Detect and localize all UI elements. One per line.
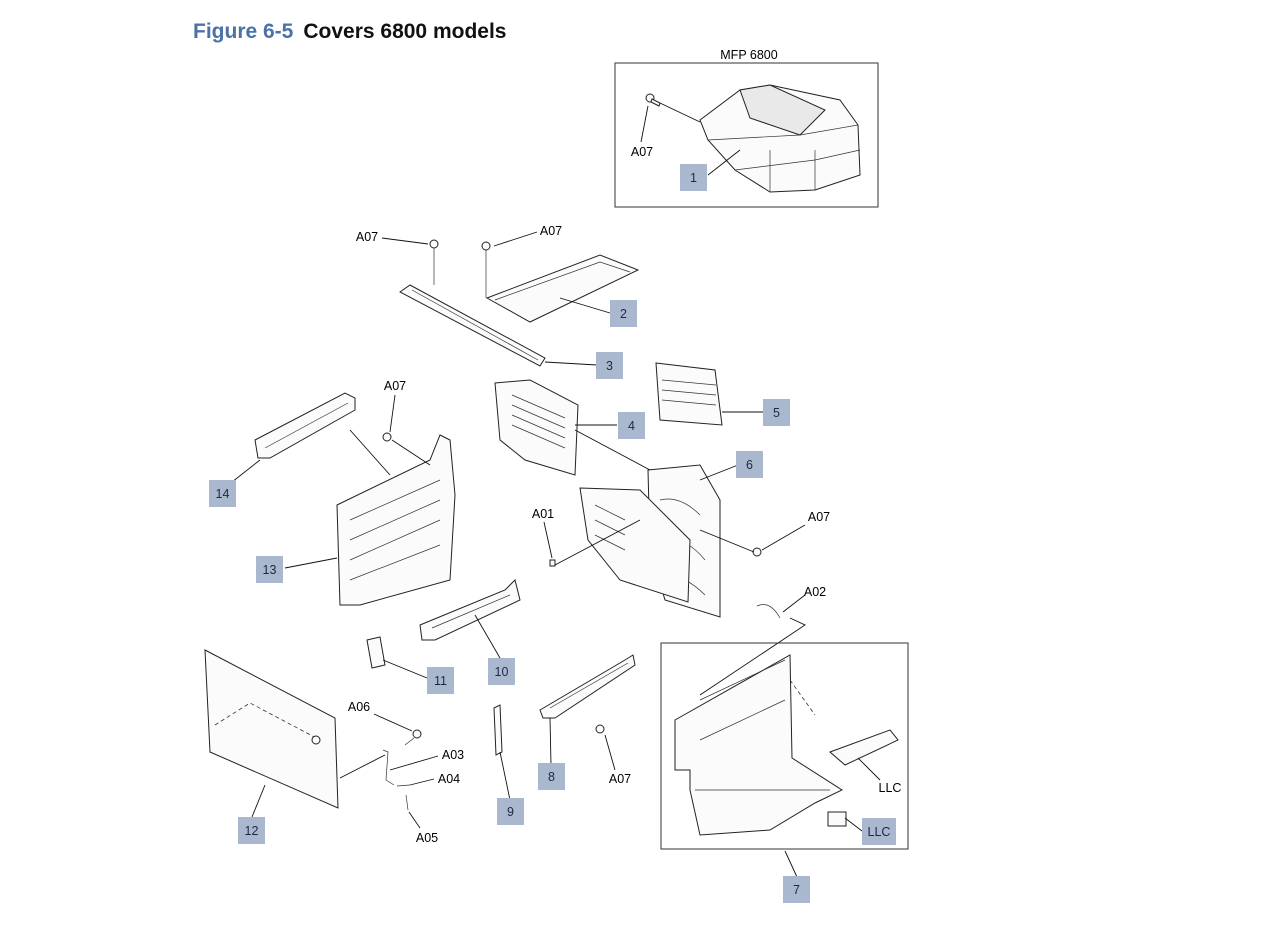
callout-4: 4 [618,412,645,439]
screw-a06 [404,729,422,746]
screw-a07-inset [645,93,661,107]
part-right-rear-panel-5 [655,362,723,426]
svg-text:3: 3 [606,359,613,373]
callout-2: 2 [610,300,637,327]
label-a07: A07 [631,145,653,159]
part-a05 [405,794,409,811]
part-tray-door-7 [674,654,844,836]
svg-text:9: 9 [507,805,514,819]
part-tray-bar-8 [539,654,636,719]
label-a06: A06 [348,700,370,714]
part-a04 [396,784,411,787]
callout-1: 1 [680,164,707,191]
screw-a07-top-right [481,241,491,298]
part-fuser-cover-10 [419,579,521,641]
label-a05: A05 [416,831,438,845]
part-top-cover-2 [485,254,640,323]
label-a04: A04 [438,772,460,786]
label-a07: A07 [384,379,406,393]
part-scanner-cover [699,84,861,193]
figure-name: Covers 6800 models [303,20,507,43]
part-link-11 [366,636,386,669]
label-a07: A07 [356,230,378,244]
screw-a07-right [752,547,762,557]
callout-14: 14 [209,480,236,507]
svg-text:10: 10 [495,665,509,679]
svg-text:13: 13 [263,563,277,577]
label-a01: A01 [532,507,554,521]
svg-text:LLC: LLC [868,825,891,839]
callout-13: 13 [256,556,283,583]
callout-llc: LLC [862,818,896,845]
label-a07: A07 [808,510,830,524]
tray-inset-frame [660,642,909,850]
part-strip-9 [493,704,503,756]
callout-9: 9 [497,798,524,825]
callout-10: 10 [488,658,515,685]
callout-11: 11 [427,667,454,694]
callout-7: 7 [783,876,810,903]
mfp-inset-frame [614,62,879,208]
part-center-frame [579,487,691,603]
part-llc-pickup [829,729,899,766]
tray-guide-line [789,679,816,716]
figure-title: Figure 6-5 Covers 6800 models [193,20,506,44]
callout-12: 12 [238,817,265,844]
part-left-side-cover-13 [336,434,456,606]
part-left-rear-panel-4 [494,379,579,476]
part-llc-roller [827,811,847,827]
callout-8: 8 [538,763,565,790]
screw-a07-bottom [595,724,605,734]
part-top-left-rail-14 [254,392,356,459]
figure-number: Figure 6-5 [193,20,294,43]
label-llc: LLC [879,781,902,795]
svg-text:1: 1 [690,171,697,185]
part-a01 [549,559,556,567]
svg-text:5: 5 [773,406,780,420]
screw-a07-top-left [429,239,439,285]
label-a07: A07 [609,772,631,786]
label-a07: A07 [540,224,562,238]
callout-5: 5 [763,399,790,426]
svg-text:8: 8 [548,770,555,784]
callout-6: 6 [736,451,763,478]
part-a03-hinge [382,749,395,786]
svg-text:4: 4 [628,419,635,433]
screw-a07-left [382,432,392,442]
svg-text:2: 2 [620,307,627,321]
svg-text:14: 14 [216,487,230,501]
part-a02 [756,604,781,619]
callout-3: 3 [596,352,623,379]
label-a02: A02 [804,585,826,599]
label-a03: A03 [442,748,464,762]
part-top-rail-3 [399,284,546,367]
svg-text:6: 6 [746,458,753,472]
svg-text:12: 12 [245,824,259,838]
mfp-inset-label: MFP 6800 [720,48,777,62]
svg-text:7: 7 [793,883,800,897]
part-right-door-12 [204,649,339,809]
svg-text:11: 11 [434,674,447,688]
